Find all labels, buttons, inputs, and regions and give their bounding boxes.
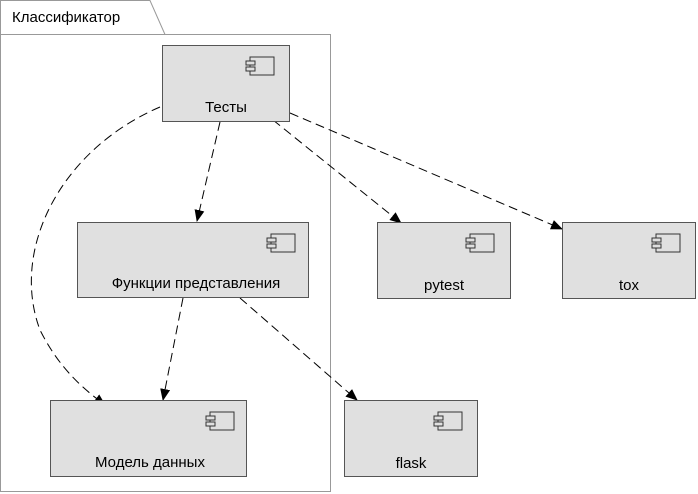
component-pytest[interactable]: pytest [377,222,511,299]
component-icon [245,56,275,76]
component-icon [465,233,495,253]
component-icon [433,411,463,431]
arrow-views-to-flask [239,297,358,401]
arrow-tests-to-model [31,106,161,406]
package-frame [0,34,331,492]
component-icon [651,233,681,253]
component-model[interactable]: Модель данных [50,400,247,477]
component-label: tox [619,277,640,294]
component-label: flask [396,455,427,472]
component-tests[interactable]: Тесты [162,45,290,122]
arrow-tests-to-tox [289,112,563,230]
arrow-tests-to-pytest [272,119,402,224]
component-flask[interactable]: flask [344,400,478,477]
component-label: Модель данных [95,454,205,471]
package-tab [0,0,166,35]
component-icon [205,411,235,431]
package-label: Классификатор [12,9,120,26]
component-views[interactable]: Функции представления [77,222,309,298]
component-tox[interactable]: tox [562,222,696,299]
component-label: pytest [424,277,465,294]
component-icon [266,233,296,253]
component-label: Функции представления [112,275,281,292]
dependency-arrows [31,106,563,406]
component-label: Тесты [205,99,247,116]
package-classifier: Классификатор [0,0,331,492]
arrow-views-to-model [160,297,184,401]
arrow-tests-to-views [194,121,221,222]
